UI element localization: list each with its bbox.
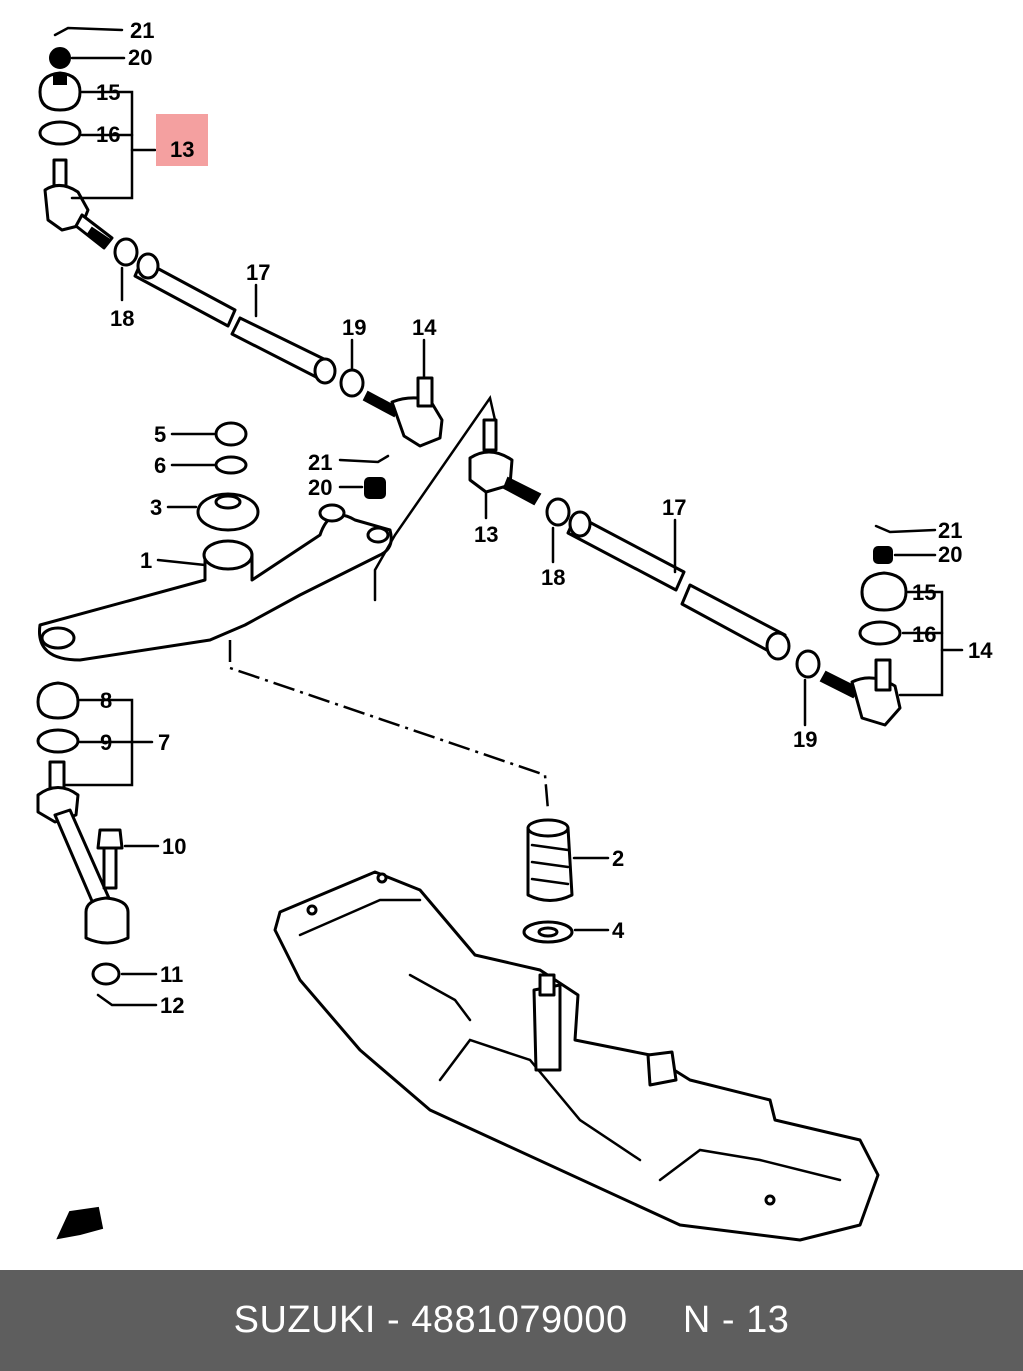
callout-19-right: 19 (793, 727, 817, 752)
boot-15-right (860, 571, 908, 612)
callout-9: 9 (100, 730, 112, 755)
steering-linkage-illustration: 21 20 15 16 13 18 17 19 14 5 6 3 1 21 20… (36, 18, 993, 1242)
bushing-3 (196, 492, 260, 532)
callout-16-top: 16 (96, 122, 120, 147)
tube-17-right (566, 510, 791, 661)
callout-17-right: 17 (662, 495, 686, 520)
nut-19-top (339, 338, 365, 398)
callout-18-right: 18 (541, 565, 565, 590)
callout-11: 11 (160, 962, 183, 987)
tie-rod-end-13-right (468, 418, 542, 520)
bolt-10 (96, 828, 124, 890)
nut-18-right (545, 497, 571, 564)
callout-19-top: 19 (342, 315, 366, 340)
nut-18-top (113, 237, 139, 302)
callout-1: 1 (140, 548, 152, 573)
callout-16-right: 16 (912, 622, 936, 647)
callout-18-top: 18 (110, 306, 134, 331)
ring-9 (36, 728, 80, 754)
callout-21-mid: 21 (308, 450, 332, 475)
washer-4 (522, 920, 574, 944)
callout-10: 10 (162, 834, 186, 859)
callout-14-right: 14 (968, 638, 993, 663)
cotter-pin-21-top (53, 26, 124, 37)
callout-8: 8 (100, 688, 112, 713)
ring-16-top (38, 120, 82, 146)
callout-20-mid: 20 (308, 475, 332, 500)
nut-19-right (795, 649, 821, 727)
callout-6: 6 (154, 453, 166, 478)
footer-caption: SUZUKI - 4881079000 N - 13 (234, 1299, 790, 1342)
callout-14-top: 14 (412, 315, 437, 340)
tie-rod-end-14-right (819, 658, 902, 727)
callout-20-top: 20 (128, 45, 152, 70)
front-direction-arrow (56, 1206, 104, 1240)
nut-20-top (49, 47, 71, 69)
cotter-pin-12 (96, 993, 158, 1007)
parts-diagram: 21 20 15 16 13 18 17 19 14 5 6 3 1 21 20… (36, 18, 994, 1242)
gap (628, 1299, 683, 1341)
boot-15-top (38, 71, 82, 112)
callout-21-right: 21 (938, 518, 962, 543)
brand-name: SUZUKI (233, 1299, 376, 1341)
footer-bar: SUZUKI - 4881079000 N - 13 (0, 1270, 1023, 1371)
tie-rod-end-13-top (43, 158, 114, 250)
separator: - (375, 1299, 412, 1341)
part-number: 4881079000 (411, 1299, 628, 1341)
nut-20-right (873, 546, 893, 564)
cotter-pin-21-right (874, 524, 937, 534)
callout-4: 4 (612, 918, 625, 943)
center-arm-1 (38, 503, 393, 662)
nut-20-mid (364, 477, 386, 499)
callout-7: 7 (158, 730, 170, 755)
ring-16-right (858, 620, 902, 646)
callout-12: 12 (160, 993, 184, 1018)
nut-11 (91, 962, 121, 986)
callout-5: 5 (154, 422, 166, 447)
callout-2: 2 (612, 846, 624, 871)
nut-5 (214, 421, 248, 447)
washer-6 (214, 455, 248, 475)
callout-21-top: 21 (130, 18, 154, 43)
callout-17-top: 17 (246, 260, 270, 285)
callout-15-right: 15 (912, 580, 936, 605)
tie-rod-end-14-top (362, 338, 444, 448)
bushing-2 (526, 818, 574, 902)
highlight-box-13 (156, 114, 208, 166)
crossmember (273, 870, 880, 1242)
diagram-reference: N - 13 (682, 1299, 790, 1341)
callout-13-highlighted: 13 (170, 137, 194, 162)
cotter-pin-21-mid (338, 454, 390, 464)
tube-17-top (133, 252, 337, 385)
idler-bracket (84, 896, 130, 945)
callout-15-top: 15 (96, 80, 120, 105)
boot-8 (36, 681, 80, 720)
callout-13-right: 13 (474, 522, 498, 547)
callout-3: 3 (150, 495, 162, 520)
callout-20-right: 20 (938, 542, 962, 567)
